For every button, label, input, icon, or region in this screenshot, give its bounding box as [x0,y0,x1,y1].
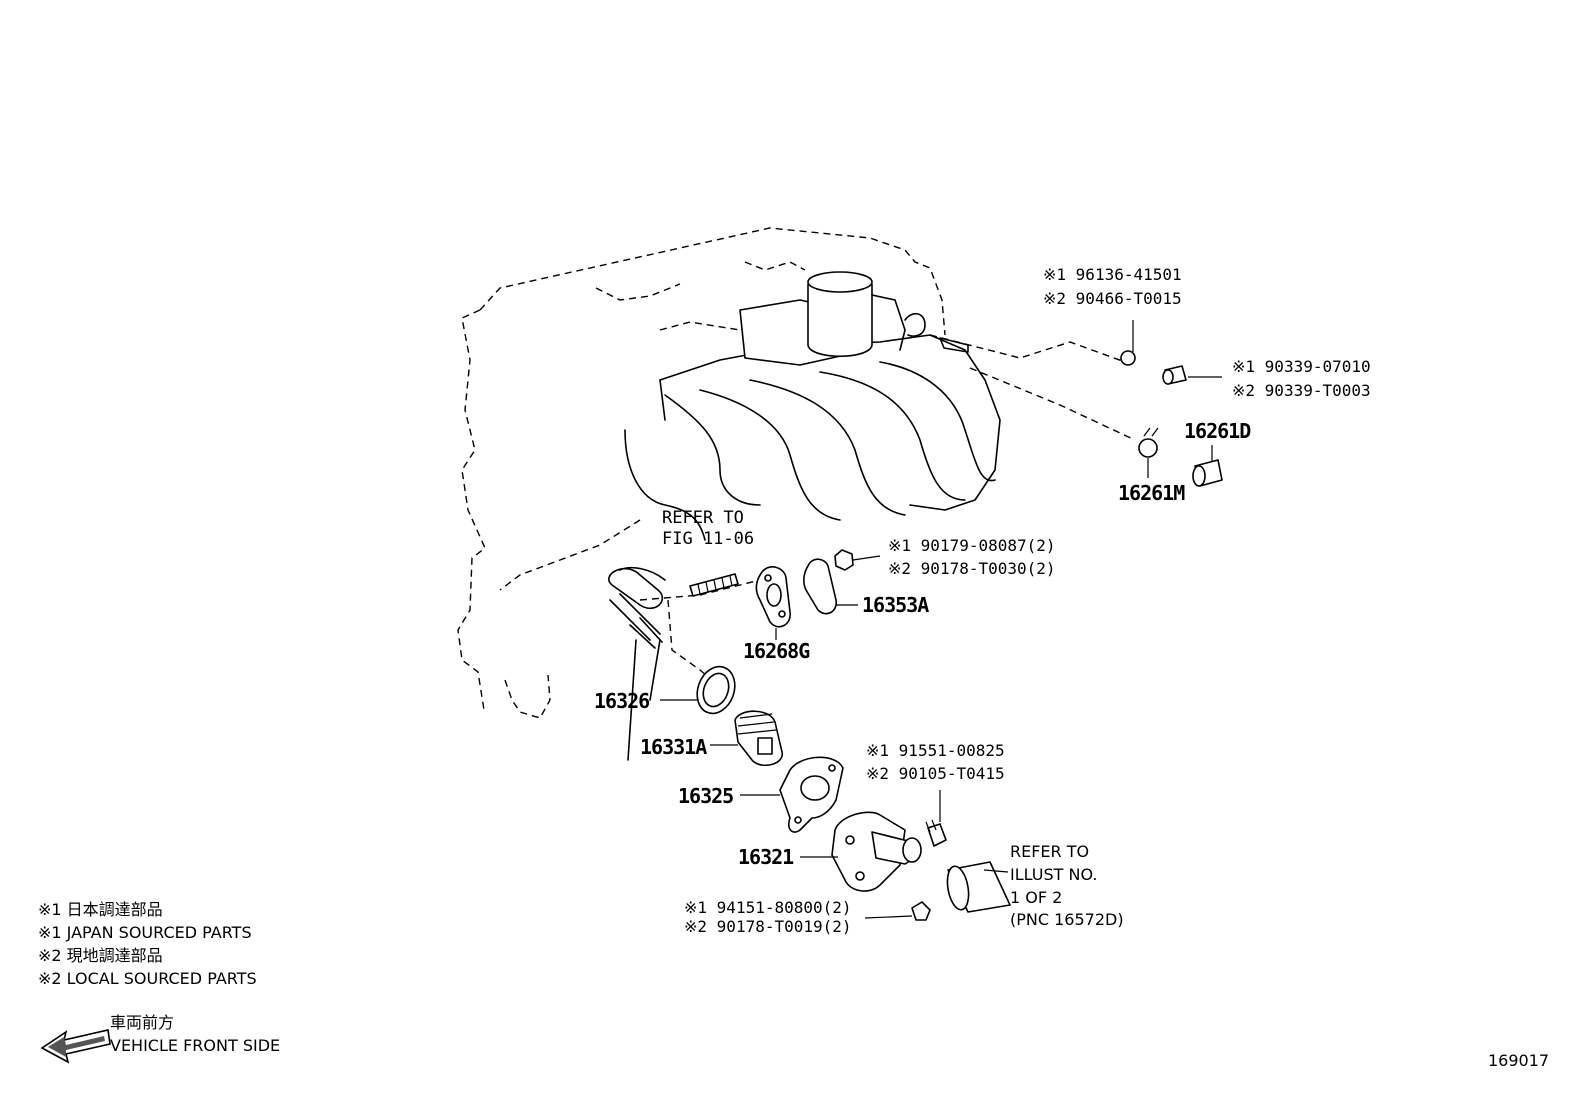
part-number-c2[interactable]: ※2 90178-T0030(2) [888,559,1056,578]
gasket-16325 [740,756,844,833]
part-16353A[interactable]: 16353A [862,593,929,617]
bolt-lower [864,901,931,921]
hose-clamp [1120,320,1159,478]
refer-fig-line2[interactable]: FIG 11-06 [662,529,755,549]
engine-block-outline [457,227,1136,719]
legend-line1: ※1 日本調達部品 [38,900,163,919]
gasket-16353A [803,558,858,615]
part-number-b2[interactable]: ※2 90339-T0003 [1232,381,1371,400]
water-hose [946,861,1011,913]
water-inlet-16321 [800,811,922,892]
part-16321[interactable]: 16321 [738,845,794,869]
part-number-a1[interactable]: ※1 96136-41501 [1043,265,1182,284]
bolt [925,790,947,847]
refer-illust-line3: 1 OF 2 [1010,888,1063,907]
intake-manifold [624,271,1001,541]
refer-illust-line4[interactable]: (PNC 16572D) [1010,910,1124,929]
legend-line4: ※2 LOCAL SOURCED PARTS [38,969,257,988]
part-16325[interactable]: 16325 [678,784,734,808]
part-number-e2[interactable]: ※2 90178-T0019(2) [684,917,852,936]
part-number-d2[interactable]: ※2 90105-T0415 [866,764,1005,783]
part-number-b1[interactable]: ※1 90339-07010 [1232,357,1371,376]
part-16326[interactable]: 16326 [594,689,650,713]
front-arrow-icon [40,1029,111,1064]
thermostat-16331A [710,710,783,767]
legend-line3: ※2 現地調達部品 [38,946,163,965]
direction-en: VEHICLE FRONT SIDE [110,1036,281,1055]
legend-line2: ※1 JAPAN SOURCED PARTS [38,923,252,942]
part-16261D[interactable]: 16261D [1184,419,1251,443]
stud-bolt [689,573,739,597]
gasket-16268G [755,566,791,640]
figure-number: 169017 [1488,1051,1550,1070]
refer-fig-line1: REFER TO [662,508,744,528]
gasket-16326 [660,665,736,715]
refer-illust-line2: ILLUST NO. [1010,865,1098,884]
part-16261M[interactable]: 16261M [1118,481,1185,505]
part-number-e1[interactable]: ※1 94151-80800(2) [684,898,852,917]
by-pass-hose [1162,365,1223,487]
refer-illust-line1: REFER TO [1010,842,1090,861]
part-16268G[interactable]: 16268G [743,639,810,663]
part-number-d1[interactable]: ※1 91551-00825 [866,741,1005,760]
water-outlet-pipe [608,566,666,761]
part-number-a2[interactable]: ※2 90466-T0015 [1043,289,1182,308]
part-16331A[interactable]: 16331A [640,735,707,759]
direction-jp: 車両前方 [110,1013,175,1032]
nut [834,549,881,571]
part-number-c1[interactable]: ※1 90179-08087(2) [888,536,1056,555]
